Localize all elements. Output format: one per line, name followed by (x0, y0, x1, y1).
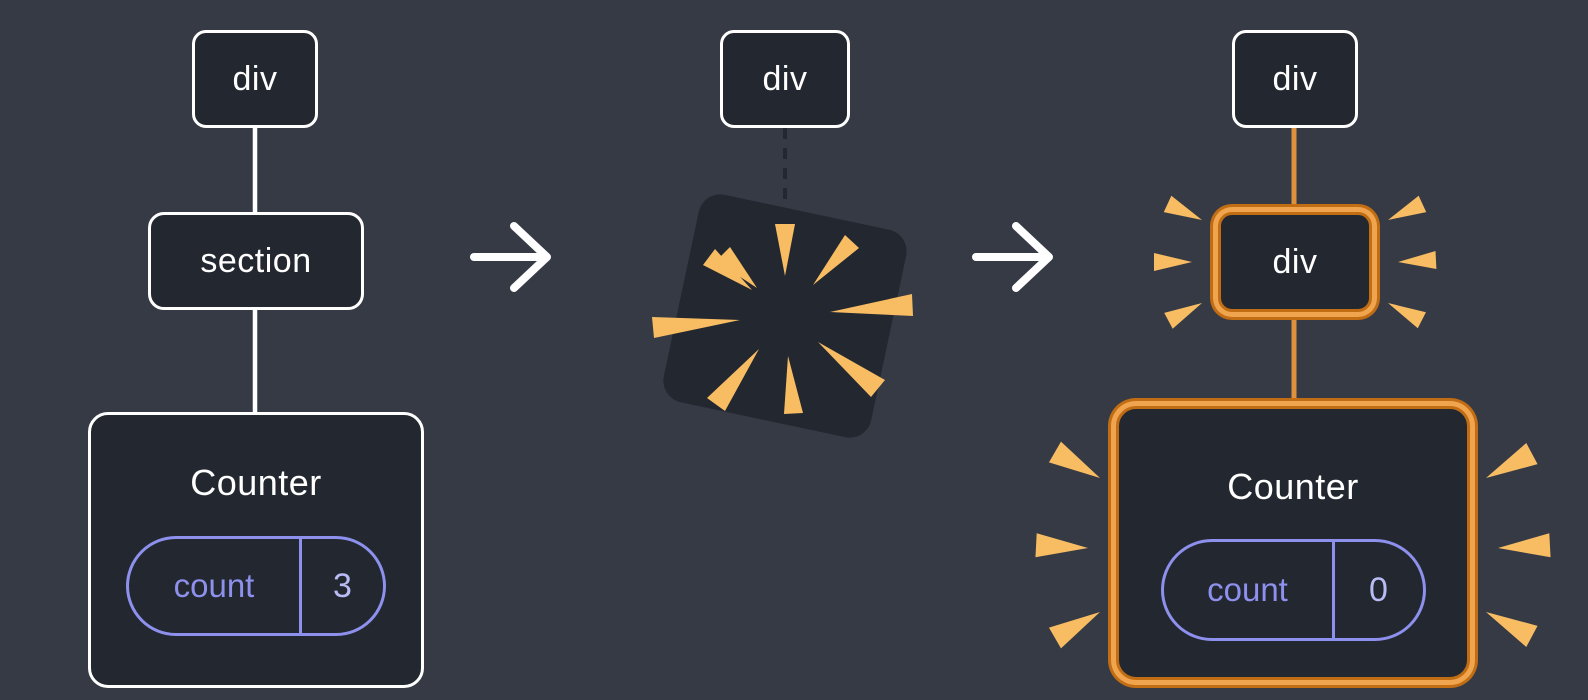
node-label: section (200, 241, 312, 280)
explosion-sparks (652, 224, 913, 414)
state-value: 0 (1369, 570, 1388, 609)
state-key: count (173, 567, 255, 604)
tree-node-div-highlighted: div (1218, 212, 1372, 312)
arrow-right-icon (972, 222, 1053, 292)
node-label: div (1272, 59, 1318, 98)
arrow-right-icon (470, 222, 551, 292)
state-pill: count 3 (126, 536, 386, 636)
state-key: count (1207, 571, 1288, 608)
counter-component-after: Counter count 0 (1116, 406, 1470, 680)
state-value: 3 (333, 566, 352, 605)
state-pill: count 0 (1160, 539, 1426, 641)
tree-node-div-before: div (192, 30, 318, 128)
component-name: Counter (190, 462, 322, 503)
explosion-icon (652, 194, 913, 438)
pill-divider-line (299, 539, 302, 633)
tree-node-div-during: div (720, 30, 850, 128)
tree-node-div-after: div (1232, 30, 1358, 128)
node-label: div (762, 59, 808, 98)
pill-divider-line (1331, 542, 1335, 638)
tree-node-section-before: section (148, 212, 364, 310)
component-name: Counter (1227, 466, 1359, 507)
node-label: div (1272, 242, 1318, 281)
node-label: div (232, 59, 278, 98)
counter-component-before: Counter count 3 (88, 412, 424, 688)
